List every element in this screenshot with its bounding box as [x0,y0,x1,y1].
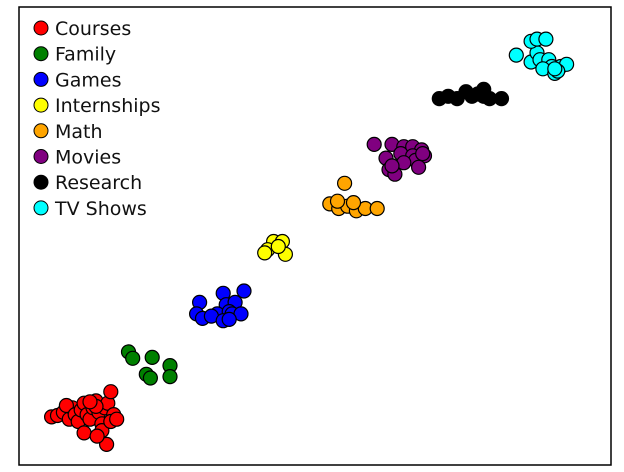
data-point-courses [89,428,105,444]
data-point-movies [411,159,427,175]
data-point-courses [103,384,119,400]
data-point-courses [98,436,115,452]
legend-label-internships: Internships [55,95,160,117]
data-point-courses [76,425,92,441]
legend-marker-math [33,123,49,139]
series-games [189,283,252,329]
data-point-family [144,349,160,365]
data-point-tv-shows [538,31,554,47]
series-family [120,344,178,386]
legend-marker-games [33,71,49,87]
data-point-movies [366,136,382,152]
data-point-games [236,283,252,299]
data-point-math [329,193,346,209]
data-point-family [125,350,141,366]
legend-marker-internships [33,97,49,113]
legend-marker-movies [33,149,49,164]
legend-marker-research [33,174,49,190]
data-point-internships [270,238,286,255]
data-point-tv-shows [547,61,563,77]
data-point-games [221,311,237,327]
data-point-math [369,200,385,217]
legend-marker-courses [33,20,49,36]
legend-label-research: Research [55,172,142,194]
data-point-research [493,90,510,107]
data-point-family [142,370,158,386]
data-point-math [345,195,362,211]
legend-label-movies: Movies [55,147,121,169]
series-math [322,175,385,219]
data-point-movies [415,146,431,162]
data-point-family [162,369,178,385]
series-internships [257,233,293,262]
legend-label-games: Games [55,69,121,91]
data-point-research [464,88,480,104]
legend-label-tv-shows: TV Shows [54,198,147,220]
series-courses [43,384,125,452]
data-point-math [337,175,353,191]
data-point-courses [82,394,98,410]
legend-marker-tv-shows [33,200,49,216]
legend-marker-family [33,46,49,62]
series-research [431,81,510,107]
data-point-movies [384,158,400,174]
data-point-tv-shows [508,47,524,63]
data-point-courses [58,397,75,414]
legend-label-family: Family [55,44,116,66]
legend: CoursesFamilyGamesInternshipsMathMoviesR… [33,18,160,220]
data-points [43,31,575,452]
data-point-courses [109,411,125,427]
legend-label-math: Math [55,121,103,143]
series-tv-shows [508,31,575,82]
legend-label-courses: Courses [55,18,131,40]
series-movies [366,136,433,182]
data-point-internships [257,245,273,261]
